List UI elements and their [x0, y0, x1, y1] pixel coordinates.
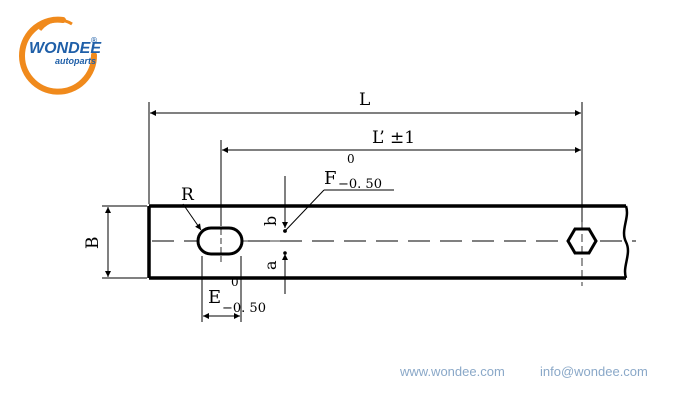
- logo-tagline: autoparts: [55, 56, 96, 66]
- dim-R-label: R: [181, 185, 195, 205]
- dim-F-lower: −0. 50: [338, 177, 382, 192]
- dim-L-label: L: [359, 90, 370, 110]
- dimension-b-a: b a: [243, 176, 292, 294]
- dim-E-label: E: [208, 287, 221, 308]
- footer-website-link[interactable]: www.wondee.com: [399, 364, 505, 379]
- dim-E-lower: −0. 50: [222, 301, 266, 316]
- hex-hole: [566, 222, 598, 286]
- dimension-E: E 0 −0. 50: [201, 256, 266, 322]
- dim-F-label: F: [324, 168, 337, 189]
- logo-brand: WONDEE: [29, 40, 102, 57]
- dim-b-label: b: [261, 216, 280, 226]
- logo-ring-inner-icon: [38, 18, 73, 31]
- rail-body: [147, 204, 630, 280]
- slot-hole: [196, 220, 244, 262]
- footer-email-link[interactable]: info@wondee.com: [540, 364, 648, 379]
- dimension-L-prime: L’ ±1: [220, 128, 581, 226]
- dim-B-label: B: [83, 237, 103, 250]
- logo-registered-mark: ®: [90, 36, 98, 45]
- break-line: [622, 205, 630, 279]
- dimension-F: F 0 −0. 50: [283, 152, 394, 233]
- dim-L-prime-label: L’ ±1: [372, 128, 415, 148]
- dimension-L: L: [148, 90, 583, 222]
- wondee-logo[interactable]: WONDEE ® autoparts: [19, 16, 102, 95]
- logo-ring-icon: [19, 16, 98, 95]
- dimension-B: B: [83, 205, 147, 279]
- dim-E-upper: 0: [231, 275, 239, 289]
- footer-contact: www.wondee.com info@wondee.com: [399, 364, 648, 379]
- dim-a-label: a: [261, 260, 280, 270]
- dimension-R: R: [181, 185, 202, 231]
- dim-F-upper: 0: [347, 152, 355, 166]
